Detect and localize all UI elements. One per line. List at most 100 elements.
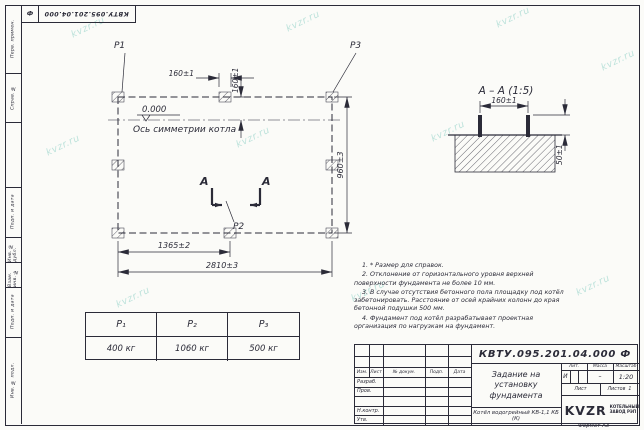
strip-line [5, 262, 21, 263]
tb-line [425, 345, 426, 425]
label-p2: P2 [225, 200, 244, 232]
tb-title-line2: установку [494, 380, 538, 390]
tb-brand-sub: КОТЕЛЬНЫЙ ЗАВОД РЭП [609, 404, 639, 415]
tb-line [355, 386, 471, 388]
tb-line [561, 395, 639, 396]
tb-line [561, 363, 562, 425]
p2-label: P2 [233, 222, 244, 232]
load-table: P₁ P₂ P₃ 400 кг 1060 кг 500 кг [85, 312, 300, 361]
tb-scale-label: Масштаб [615, 364, 637, 369]
boiler-outline [117, 96, 333, 234]
tb-line [355, 405, 471, 407]
tb-role-razrab: Разраб. [357, 378, 377, 385]
tb-line [369, 345, 370, 377]
frame-label-vzam-inv: Взам. инв. № [8, 268, 18, 287]
strip-line [5, 337, 21, 338]
section-dim-50: 50±1 [533, 99, 570, 165]
elevation-mark: 0.000 [137, 105, 180, 122]
top-doc-number: КВТУ.095.201.04.000 [44, 10, 129, 17]
tb-brand-sub-line1: КОТЕЛЬНЫЙ [609, 404, 639, 410]
tb-brand-sub-line2: ЗАВОД РЭП [609, 409, 637, 414]
tb-sheets-cell: Листов 1 [600, 383, 639, 395]
dim-2810-label: 2810±3 [206, 261, 238, 270]
strip-line [5, 287, 21, 288]
tb-title-line1: Задание на [491, 369, 541, 379]
notes-block: 1. * Размер для справок. 2. Отклонение о… [354, 262, 568, 332]
strip-line [5, 122, 21, 123]
sheet-frame [5, 5, 640, 426]
tb-col-izm: Изм. [356, 369, 368, 375]
tb-line [355, 356, 471, 357]
frame-label-inv-dubl: Инв. № дубл. [8, 243, 18, 262]
section-dim-160-label: 160±1 [491, 96, 516, 105]
tb-line [613, 363, 614, 383]
tb-line [355, 415, 471, 417]
section-dim-160: 160±1 [479, 96, 529, 113]
tb-title: Задание на установку фундамента [471, 364, 561, 407]
tb-lit-value: И [563, 373, 568, 380]
dim-1365-label: 1365±2 [158, 241, 190, 250]
dim-960-label: 960±3 [336, 151, 345, 178]
section-title: А – А (1:5) [478, 85, 534, 97]
load-table-value-p1: 400 кг [86, 337, 157, 361]
tb-line [587, 363, 588, 383]
frame-label-podp-data-2: Подп. и дата [10, 294, 16, 330]
dim-960: 960±3 [334, 96, 352, 234]
tb-mass-label: Масса [593, 364, 607, 369]
load-table-header-p3: P₃ [228, 313, 299, 337]
anchor-bolt-right [526, 115, 530, 137]
tb-line [355, 396, 471, 398]
tb-line [578, 370, 580, 383]
tb-line [355, 367, 471, 368]
frame-line [21, 5, 22, 424]
section-dim-50-label: 50±1 [555, 144, 564, 165]
axis-label: Ось симметрии котла [133, 125, 236, 135]
section-letter-left: А [199, 175, 209, 188]
drawing-canvas: 2810±3 1365±2 960±3 160±1 16 [108, 41, 570, 277]
frame-label-podp-data: Подп. и дата [10, 194, 16, 230]
top-doc-number-box: Ф КВТУ.095.201.04.000 [22, 5, 136, 23]
frame-label-sprav-no: Справ. № [10, 85, 16, 110]
p1-label: P1 [114, 41, 125, 51]
label-p3: P3 [332, 41, 361, 93]
load-table-value-p3: 500 кг [249, 344, 278, 354]
dim-160v-label: 160±1 [231, 68, 240, 93]
title-block: КВТУ.095.201.04.000 Ф Изм. Лист № докум.… [354, 344, 639, 425]
tb-doc-number: КВТУ.095.201.04.000 Ф [478, 348, 632, 360]
tb-line [355, 377, 471, 378]
tb-col-dokum: № докум. [392, 369, 416, 375]
tb-line [600, 383, 601, 395]
tb-line [471, 407, 561, 408]
section-view: А – А (1:5) 160±1 50±1 [448, 85, 570, 173]
note-3: 3. В случае отсутствия бетонного пола пл… [354, 288, 564, 313]
tb-line [383, 345, 384, 425]
tb-mass-value: – [598, 373, 602, 380]
dim-1365: 1365±2 [117, 241, 231, 257]
tb-col-podp: Подп. [429, 369, 444, 375]
strip-line [5, 187, 21, 188]
load-table-header-p1: P₁ [86, 313, 157, 337]
dim-2810: 2810±3 [117, 241, 333, 277]
tb-role-prov: Пров. [357, 388, 372, 395]
section-letter-right: А [261, 175, 271, 188]
tb-line [569, 370, 571, 383]
section-cut-marks: А А [199, 175, 271, 208]
tb-line [471, 363, 639, 364]
strip-line [5, 73, 21, 74]
tb-sheets-label: Листов [607, 386, 626, 392]
tb-brand: KVZR [564, 402, 607, 418]
frame-label-perv-primen: Перв. примен. [10, 19, 16, 59]
load-table-header-p2: P₂ [157, 313, 228, 337]
tb-line [561, 370, 639, 371]
kvzr-logo-icon [561, 403, 562, 418]
elevation-label: 0.000 [142, 105, 166, 115]
anchor-bolt-left [478, 115, 482, 137]
frame-label-inv-podl: Инв. № подл. [10, 362, 16, 399]
tb-lit-label: Лит. [568, 364, 580, 369]
foundation-block [454, 134, 556, 173]
top-doc-suffix: Ф [26, 9, 34, 18]
dim-160h-label: 160±1 [169, 69, 194, 78]
strip-line [5, 237, 21, 238]
load-table-value-p2: 1060 кг [157, 337, 228, 361]
